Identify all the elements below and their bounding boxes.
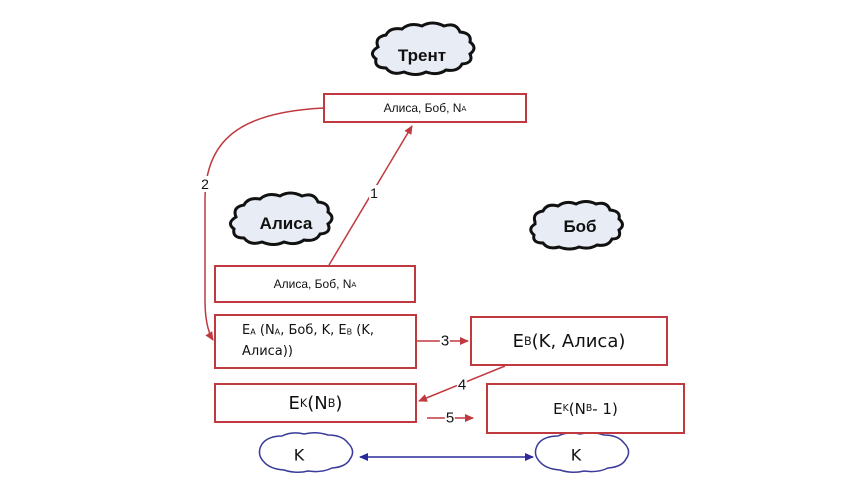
key-label-left: K (293, 445, 305, 465)
message-subscript: A (461, 103, 467, 113)
cloud-key-right-shape (534, 431, 630, 474)
cloud-trent-shape (371, 21, 476, 76)
cloud-key-left-shape (258, 431, 354, 474)
step-label-4: 4 (456, 376, 468, 394)
message-box-alice-encrypted: EA (NA, Боб, K, EB (K, Алиса)) (214, 314, 417, 369)
message-subscript: A (351, 279, 357, 289)
step-label-5: 5 (444, 409, 456, 427)
step-label-1: 1 (369, 185, 379, 201)
cloud-alice-shape (229, 191, 334, 246)
cloud-bob-shape (529, 200, 624, 251)
step-label-2: 2 (200, 176, 210, 192)
message-line-1: EA (NA, Боб, K, EB (K, (242, 322, 375, 338)
message-text: Алиса, Боб, N (383, 101, 462, 115)
participant-alice: Алиса (259, 214, 313, 233)
key-label-right: K (570, 445, 582, 465)
participant-trent: Трент (397, 46, 447, 65)
message-line-2: Алиса)) (242, 344, 293, 360)
step-label-3: 3 (439, 332, 451, 350)
participant-bob: Боб (563, 217, 597, 236)
message-text: Алиса, Боб, N (273, 277, 352, 291)
